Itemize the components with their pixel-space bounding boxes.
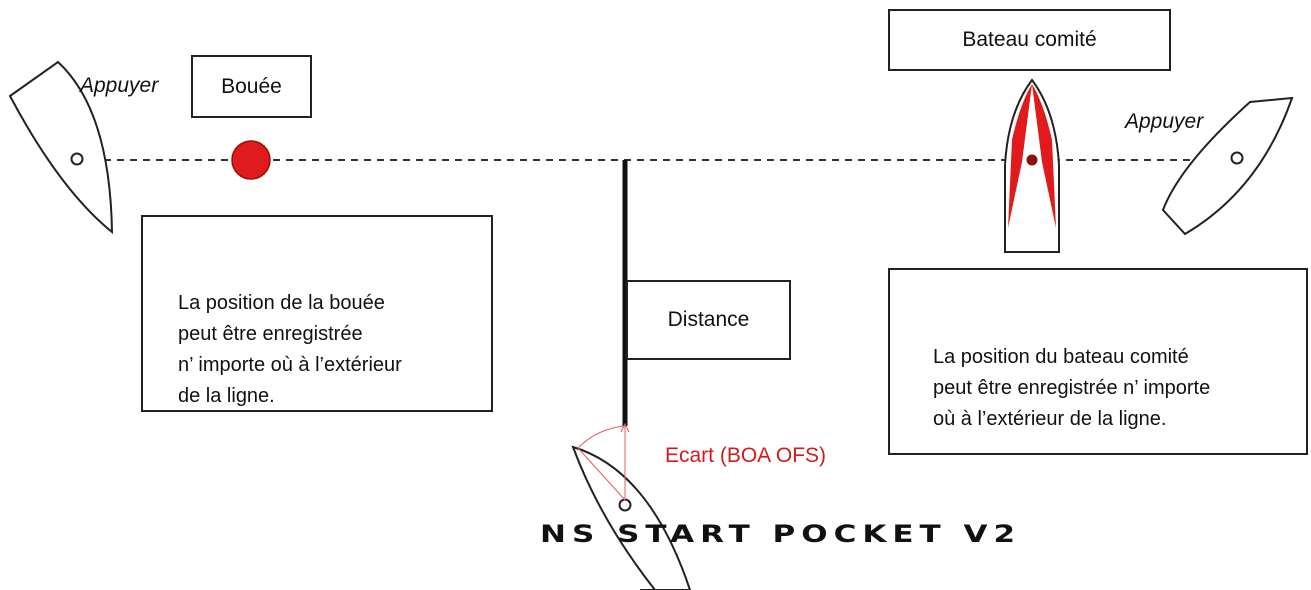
committee-boat-icon bbox=[1004, 78, 1060, 253]
app-title: NS START POCKET V2 bbox=[540, 520, 1022, 549]
committee-boat-label: Bateau comité bbox=[962, 28, 1097, 51]
ping-left-label: Appuyer bbox=[80, 74, 159, 97]
buoy-note-box: La position de la bouée peut être enregi… bbox=[141, 215, 493, 412]
offset-label: Ecart (BOA OFS) bbox=[665, 444, 827, 467]
buoy-note-text: La position de la bouée peut être enregi… bbox=[178, 292, 402, 407]
committee-note-box: La position du bateau comité peut être e… bbox=[888, 268, 1308, 455]
buoy-icon bbox=[231, 140, 271, 180]
committee-note-text: La position du bateau comité peut être e… bbox=[933, 346, 1211, 430]
distance-label-box: Distance bbox=[626, 280, 791, 360]
buoy-label: Bouée bbox=[221, 74, 282, 98]
left-boat-icon bbox=[8, 60, 114, 235]
committee-boat-label-box: Bateau comité bbox=[888, 9, 1171, 71]
distance-label: Distance bbox=[667, 308, 750, 331]
buoy-label-box: Bouée bbox=[191, 55, 312, 118]
right-boat-icon bbox=[1161, 96, 1294, 236]
ping-right-label: Appuyer bbox=[1125, 110, 1204, 133]
offset-annotation bbox=[577, 422, 630, 501]
bottom-boat-icon bbox=[571, 445, 692, 590]
